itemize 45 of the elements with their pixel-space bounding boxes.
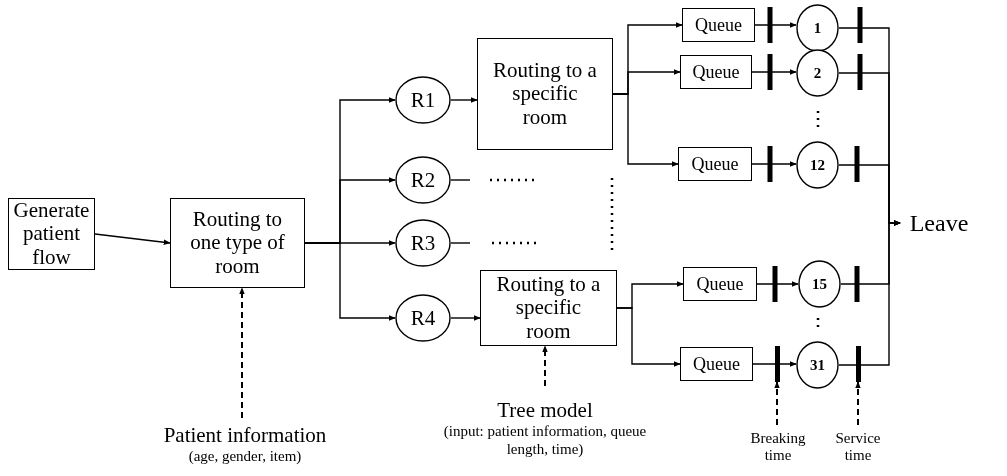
node-label: 15 xyxy=(812,275,827,293)
connector-line xyxy=(450,179,471,181)
input-note: (age, gender, item) xyxy=(188,447,302,466)
dashed-arrow xyxy=(855,381,861,426)
timing-bar xyxy=(774,346,780,382)
arrow xyxy=(752,361,797,367)
queue-box: Queue xyxy=(678,147,752,181)
dashed-arrow xyxy=(774,381,780,426)
input-label: Tree model xyxy=(497,397,593,423)
node-label: R2 xyxy=(410,167,436,193)
node-label: R3 xyxy=(410,230,436,256)
exit-label: Leave xyxy=(909,209,969,237)
node-label: R1 xyxy=(410,87,436,113)
node-label: 12 xyxy=(810,156,825,174)
node-label: R4 xyxy=(410,305,436,331)
input-label: Patient information xyxy=(163,422,327,448)
arrow xyxy=(838,220,901,366)
arrow xyxy=(304,242,396,321)
arrow xyxy=(751,69,797,75)
arrow xyxy=(754,22,797,28)
input-note: (input: patient information, queue length, time) xyxy=(442,422,648,459)
node-label: 31 xyxy=(810,356,825,374)
arrow xyxy=(751,161,797,167)
dashed-arrow xyxy=(542,345,548,387)
node-label: 1 xyxy=(813,19,822,37)
input-label: Breaking time xyxy=(749,429,807,465)
timing-bar xyxy=(855,346,861,382)
node-label: 2 xyxy=(813,64,822,82)
queue-box: Queue xyxy=(682,8,755,42)
process-box: Routing to a specific room xyxy=(480,270,617,346)
arrow xyxy=(450,97,478,103)
connector-line xyxy=(450,242,471,244)
queue-box: Queue xyxy=(680,55,752,89)
dashed-arrow xyxy=(239,287,245,419)
arrow xyxy=(94,233,171,246)
arrow xyxy=(616,307,681,367)
queue-box: Queue xyxy=(683,267,757,301)
process-box: Routing to a specific room xyxy=(477,38,613,150)
arrow xyxy=(450,315,481,321)
process-box: Routing to one type of room xyxy=(170,198,305,288)
input-label: Service time xyxy=(834,429,882,465)
arrow xyxy=(612,93,679,167)
process-box: Generate patient flow xyxy=(8,198,95,270)
queue-box: Queue xyxy=(680,347,753,381)
arrow xyxy=(756,281,799,287)
